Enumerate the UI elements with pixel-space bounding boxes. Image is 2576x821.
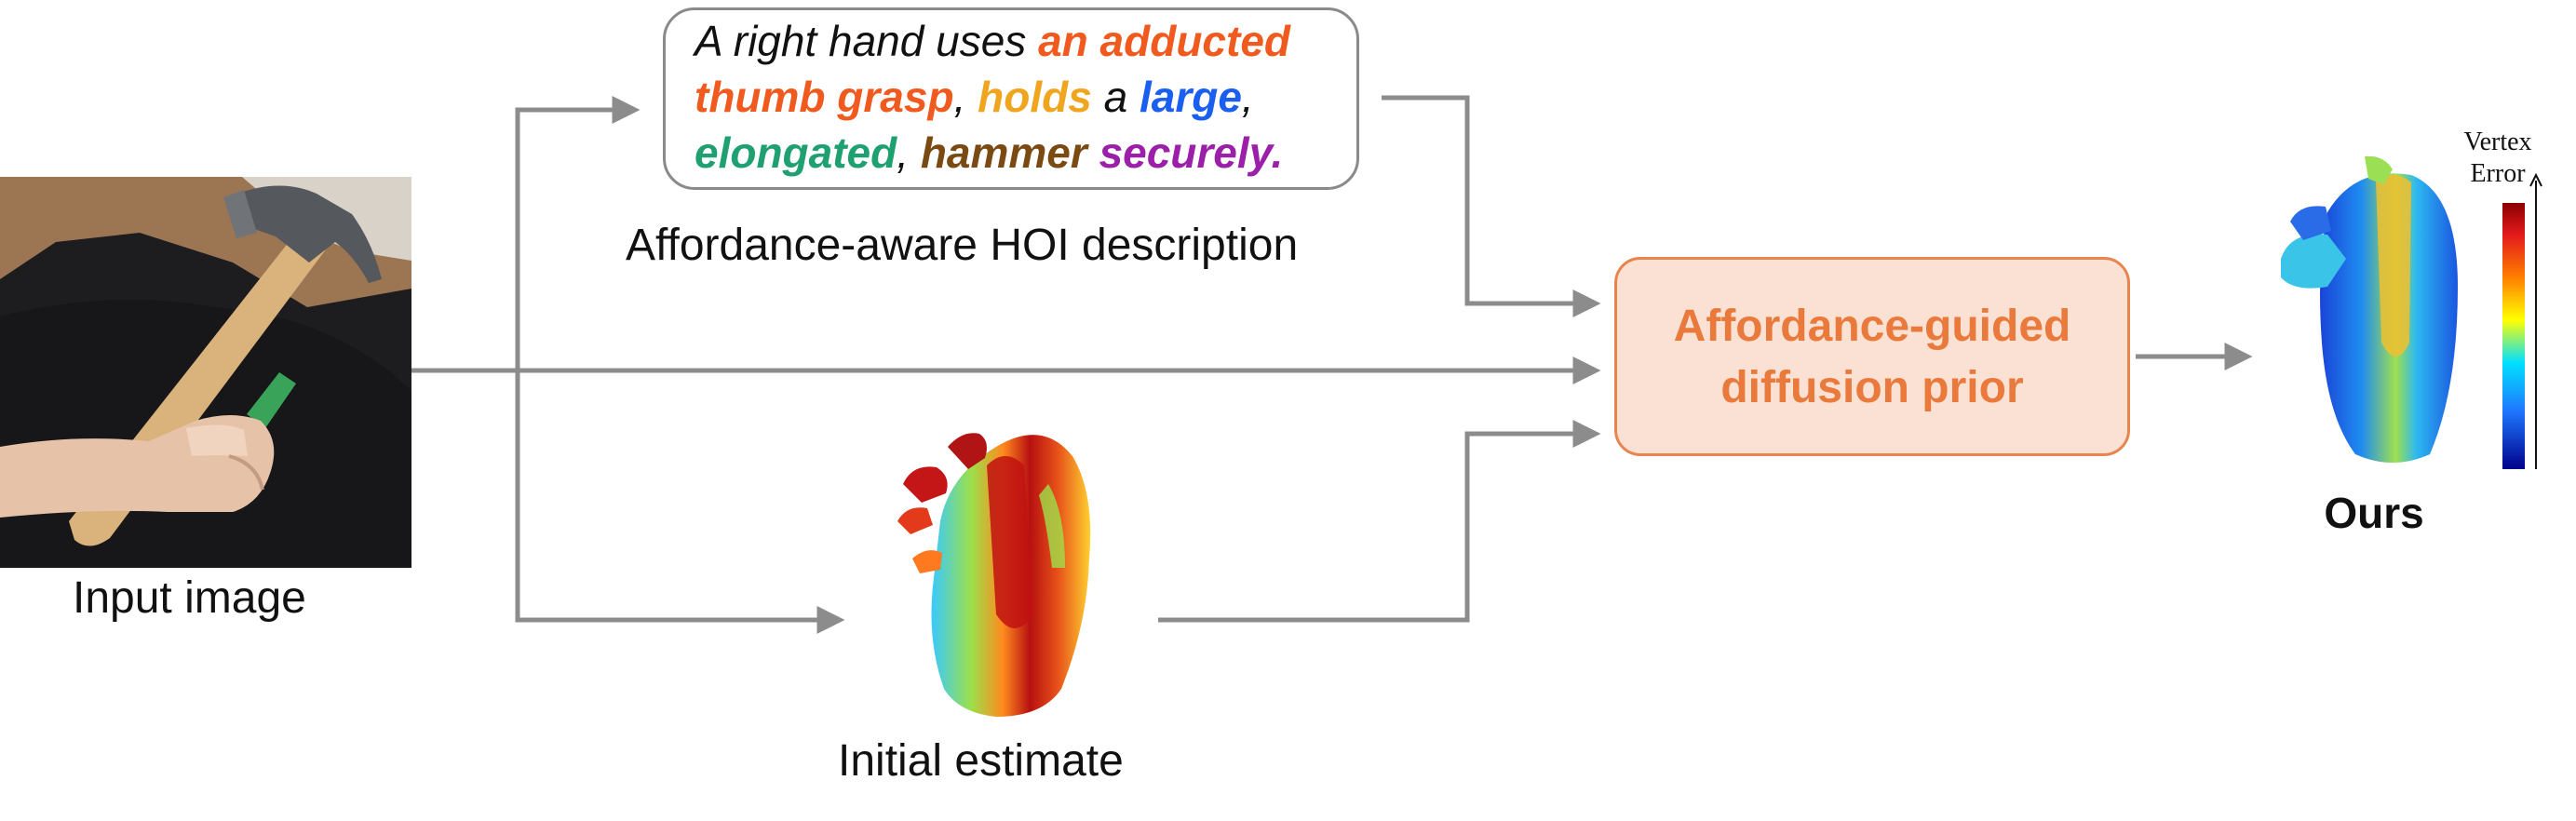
colorbar-title-line2: Error: [2470, 159, 2526, 188]
desc-plain-1: A right hand uses: [695, 17, 1039, 65]
initial-estimate-mesh: [897, 433, 1091, 717]
description-text: A right hand uses an adducted thumb grasp…: [695, 13, 1383, 181]
desc-plain-5: ,: [897, 128, 921, 177]
ours-caption: Ours: [2324, 489, 2424, 537]
desc-plain-6: [1087, 128, 1099, 177]
desc-hammer: hammer: [920, 128, 1087, 177]
desc-plain-2: ,: [953, 73, 978, 121]
colorbar-title: Vertex Error: [2447, 127, 2549, 190]
desc-plain-4: ,: [1241, 73, 1254, 121]
initial-estimate-caption: Initial estimate: [838, 736, 1124, 786]
input-image: [0, 177, 411, 568]
prior-label-line2: diffusion prior: [1720, 363, 2024, 412]
arrow-branch-to-description: [515, 96, 641, 620]
vertex-error-colorbar: [2502, 203, 2525, 469]
diffusion-prior-box: [1614, 257, 2130, 456]
diffusion-prior-label: Affordance-guided diffusion prior: [1614, 296, 2130, 419]
colorbar-arrow-icon: [2529, 173, 2542, 469]
desc-elongated: elongated: [695, 128, 897, 177]
input-image-caption: Input image: [73, 573, 306, 623]
hand-hammer-photo: [0, 177, 411, 568]
description-caption: Affordance-aware HOI description: [626, 221, 1299, 270]
desc-large: large: [1139, 73, 1242, 121]
colorbar-title-line1: Vertex: [2463, 128, 2532, 156]
desc-plain-3: a: [1091, 73, 1140, 121]
desc-securely: securely.: [1099, 128, 1284, 177]
ours-mesh: [2281, 156, 2458, 463]
desc-holds: holds: [978, 73, 1092, 121]
prior-label-line1: Affordance-guided: [1673, 302, 2071, 351]
desc-thumb-grasp: thumb grasp: [695, 73, 954, 121]
arrow-branch-to-initial: [515, 370, 845, 634]
arrow-description-to-prior: [1382, 95, 1601, 317]
arrow-initial-to-prior: [1158, 420, 1601, 623]
description-box: [663, 7, 1359, 190]
desc-adducted: an adducted: [1038, 17, 1291, 65]
